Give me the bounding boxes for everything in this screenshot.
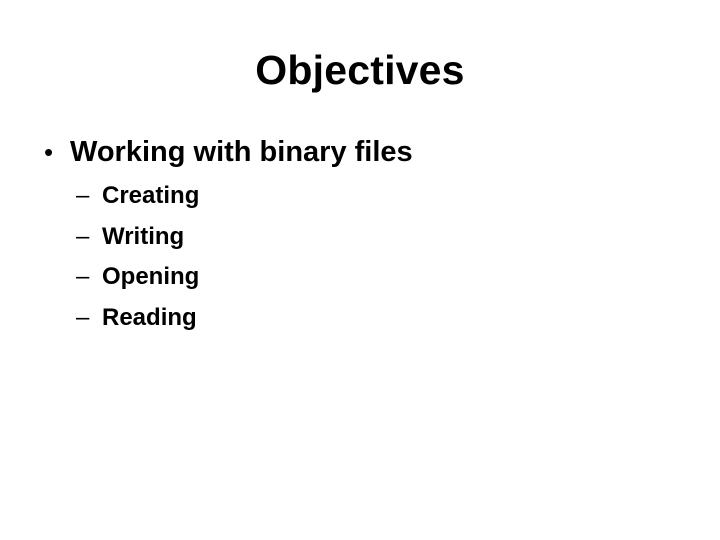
- dash-marker: –: [76, 263, 90, 291]
- dash-marker: –: [76, 303, 90, 331]
- bullet-text: Working with binary files: [70, 135, 413, 168]
- sub-bullet-text: Opening: [102, 263, 200, 291]
- sub-bullet-item: – Creating: [76, 176, 199, 217]
- sub-bullet-item: – Writing: [76, 217, 199, 258]
- sub-bullet-list: – Creating – Writing – Opening – Reading: [76, 176, 199, 338]
- bullet-marker: •: [44, 136, 54, 167]
- slide-title: Objectives: [255, 47, 465, 93]
- dash-marker: –: [76, 222, 90, 250]
- sub-bullet-text: Creating: [102, 182, 200, 210]
- sub-bullet-text: Reading: [102, 303, 197, 331]
- dash-marker: –: [76, 182, 90, 210]
- sub-bullet-item: – Reading: [76, 298, 199, 339]
- sub-bullet-item: – Opening: [76, 257, 199, 298]
- bullet-item: • Working with binary files: [44, 132, 413, 172]
- sub-bullet-text: Writing: [102, 222, 185, 250]
